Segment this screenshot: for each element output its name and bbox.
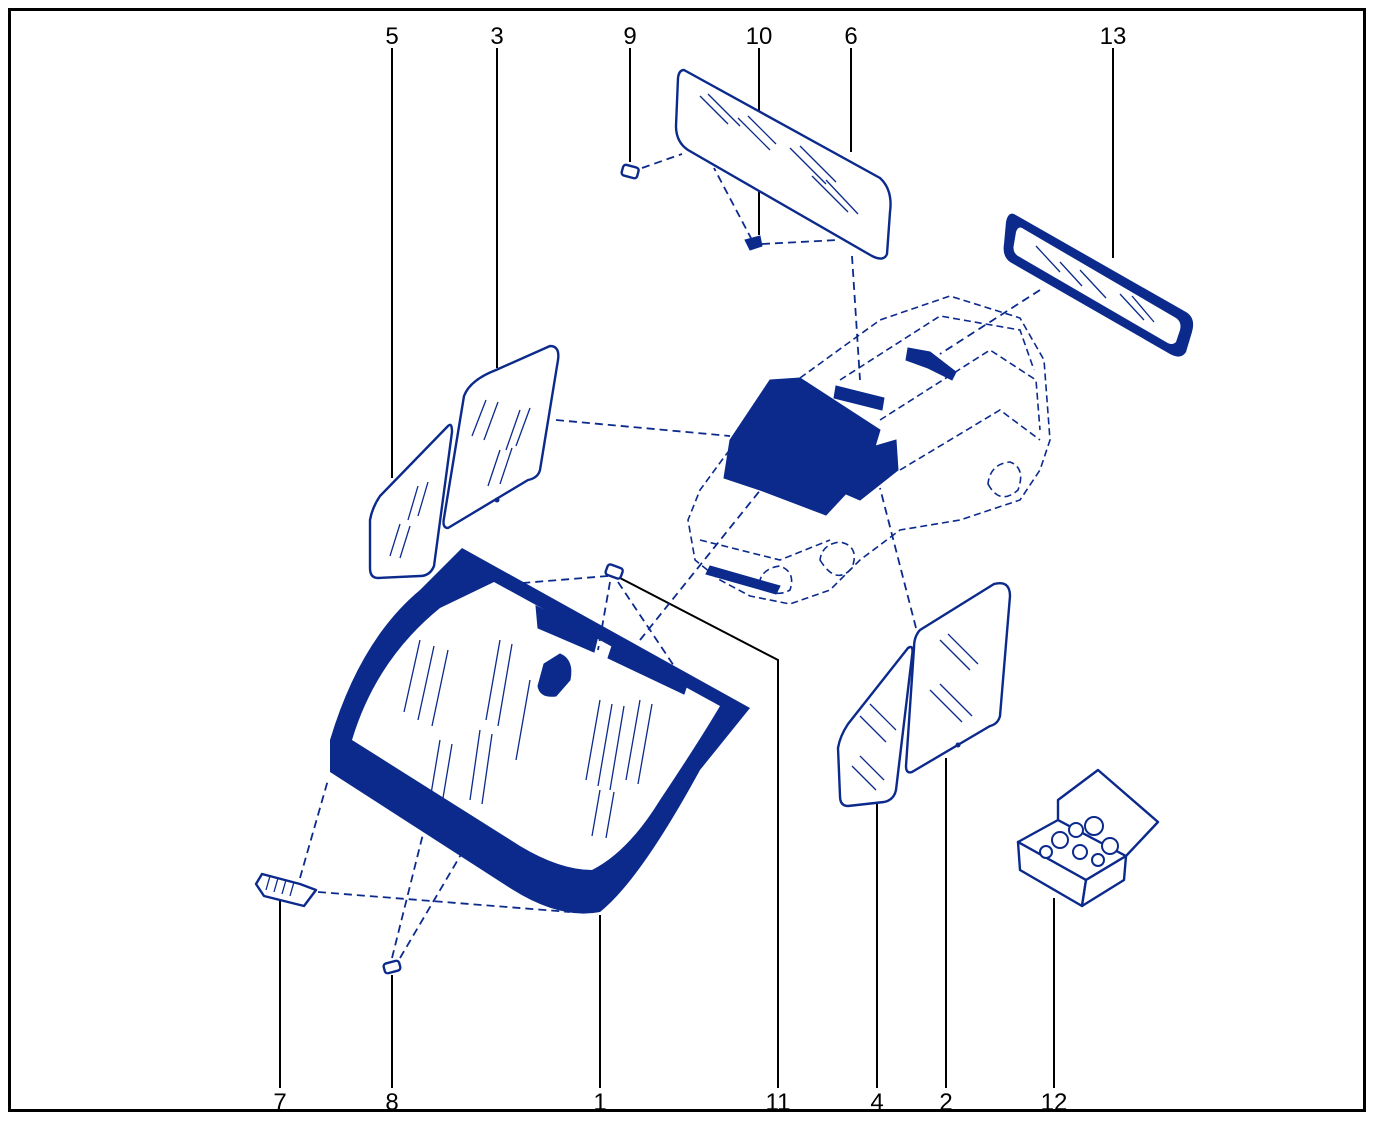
- left-front-door-glass-icon: [442, 344, 731, 530]
- van-outline-icon: [687, 295, 1051, 605]
- clip-9-icon: [620, 163, 640, 180]
- clip-8-icon: [382, 829, 467, 975]
- callout-7: 7: [273, 1089, 286, 1116]
- callout-6: 6: [844, 23, 857, 50]
- roof-glass-icon: [674, 68, 892, 260]
- callout-4: 4: [870, 1089, 883, 1116]
- callout-11: 11: [766, 1089, 791, 1116]
- leader-lines: [279, 48, 1114, 1088]
- callout-13: 13: [1100, 23, 1127, 50]
- rain-light-sensor-icon: [254, 779, 571, 913]
- callout-labels: 5 3 9 10 6 13 7 8 1 11 4 2 12: [273, 23, 1126, 1116]
- callout-2: 2: [939, 1089, 952, 1116]
- callout-12: 12: [1041, 1089, 1068, 1116]
- callout-5: 5: [385, 23, 398, 50]
- rear-window-icon: [939, 213, 1194, 357]
- right-front-door-glass-icon: [879, 487, 1012, 774]
- callout-3: 3: [490, 23, 503, 50]
- callout-8: 8: [385, 1089, 398, 1116]
- right-quarter-glass-icon: [836, 645, 914, 808]
- diagram-frame: [8, 8, 1366, 1112]
- callout-10: 10: [746, 23, 773, 50]
- clip-11-icon: [509, 477, 771, 685]
- callout-9: 9: [623, 23, 636, 50]
- callout-1: 1: [593, 1089, 606, 1116]
- roof-arrows: [641, 153, 861, 381]
- fitting-kit-box-icon: [1016, 768, 1160, 908]
- fastener-10-icon: [744, 235, 763, 251]
- left-quarter-glass-icon: [368, 423, 454, 580]
- windscreen-icon: [330, 548, 750, 914]
